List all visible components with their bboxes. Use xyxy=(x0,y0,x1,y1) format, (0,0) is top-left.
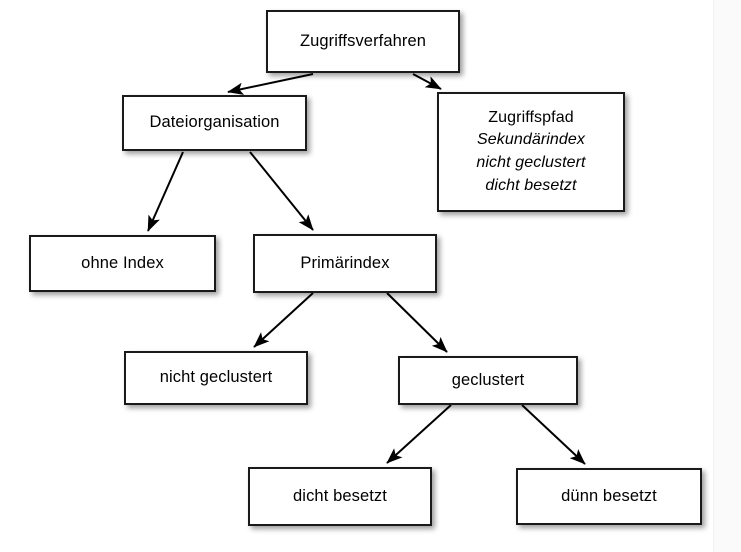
node-geclustert[interactable]: geclustert xyxy=(398,356,578,405)
node-line: dünn besetzt xyxy=(561,486,657,505)
node-zugriffspfad[interactable]: Zugriffspfad Sekundärindex nicht geclust… xyxy=(437,92,625,212)
node-line: nicht geclustert xyxy=(159,368,273,387)
node-primaerindex-lines: Primärindex xyxy=(255,253,435,272)
node-dicht-besetzt-lines: dicht besetzt xyxy=(250,486,430,505)
node-nicht-geclustert-lines: nicht geclustert xyxy=(126,368,306,387)
node-dateiorganisation-lines: Dateiorganisation xyxy=(124,113,305,132)
edge-dateiorganisation-primaerindex xyxy=(249,151,314,231)
node-line: nicht geclustert xyxy=(476,154,586,171)
edge-geclustert-duenn-besetzt xyxy=(521,404,586,465)
node-line: ohne Index xyxy=(81,253,164,272)
node-zugriffspfad-lines: Zugriffspfad Sekundärindex nicht geclust… xyxy=(439,107,623,198)
node-primaerindex[interactable]: Primärindex xyxy=(253,234,437,293)
node-line: Sekundärindex xyxy=(476,131,586,149)
node-line: dicht besetzt xyxy=(293,486,387,505)
node-zugriffsverfahren-lines: Zugriffsverfahren xyxy=(268,31,458,50)
node-duenn-besetzt-lines: dünn besetzt xyxy=(518,486,700,505)
node-line: dicht besetzt xyxy=(485,176,577,194)
node-dicht-besetzt[interactable]: dicht besetzt xyxy=(248,467,432,526)
node-line: geclustert xyxy=(451,370,525,389)
node-line: Dateiorganisation xyxy=(149,113,280,132)
edge-primaerindex-geclustert xyxy=(386,292,448,353)
node-ohne-index[interactable]: ohne Index xyxy=(29,235,216,292)
node-line: Zugriffsverfahren xyxy=(299,31,427,50)
node-line: Primärindex xyxy=(300,253,390,272)
node-nicht-geclustert[interactable]: nicht geclustert xyxy=(124,351,308,405)
node-duenn-besetzt[interactable]: dünn besetzt xyxy=(516,468,702,525)
node-dateiorganisation[interactable]: Dateiorganisation xyxy=(122,95,307,151)
node-ohne-index-lines: ohne Index xyxy=(31,253,214,272)
node-geclustert-lines: geclustert xyxy=(400,370,576,389)
node-line: Zugriffspfad xyxy=(488,108,574,126)
edge-zugriffsverfahren-zugriffspfad xyxy=(412,73,442,90)
edge-primaerindex-nicht-geclustert xyxy=(253,292,314,348)
node-zugriffsverfahren[interactable]: Zugriffsverfahren xyxy=(266,10,460,73)
edge-zugriffsverfahren-dateiorganisation xyxy=(227,73,314,95)
edge-dateiorganisation-ohne-index xyxy=(147,151,184,232)
page-margin-strip xyxy=(713,0,741,552)
edge-geclustert-dicht-besetzt xyxy=(386,404,452,464)
